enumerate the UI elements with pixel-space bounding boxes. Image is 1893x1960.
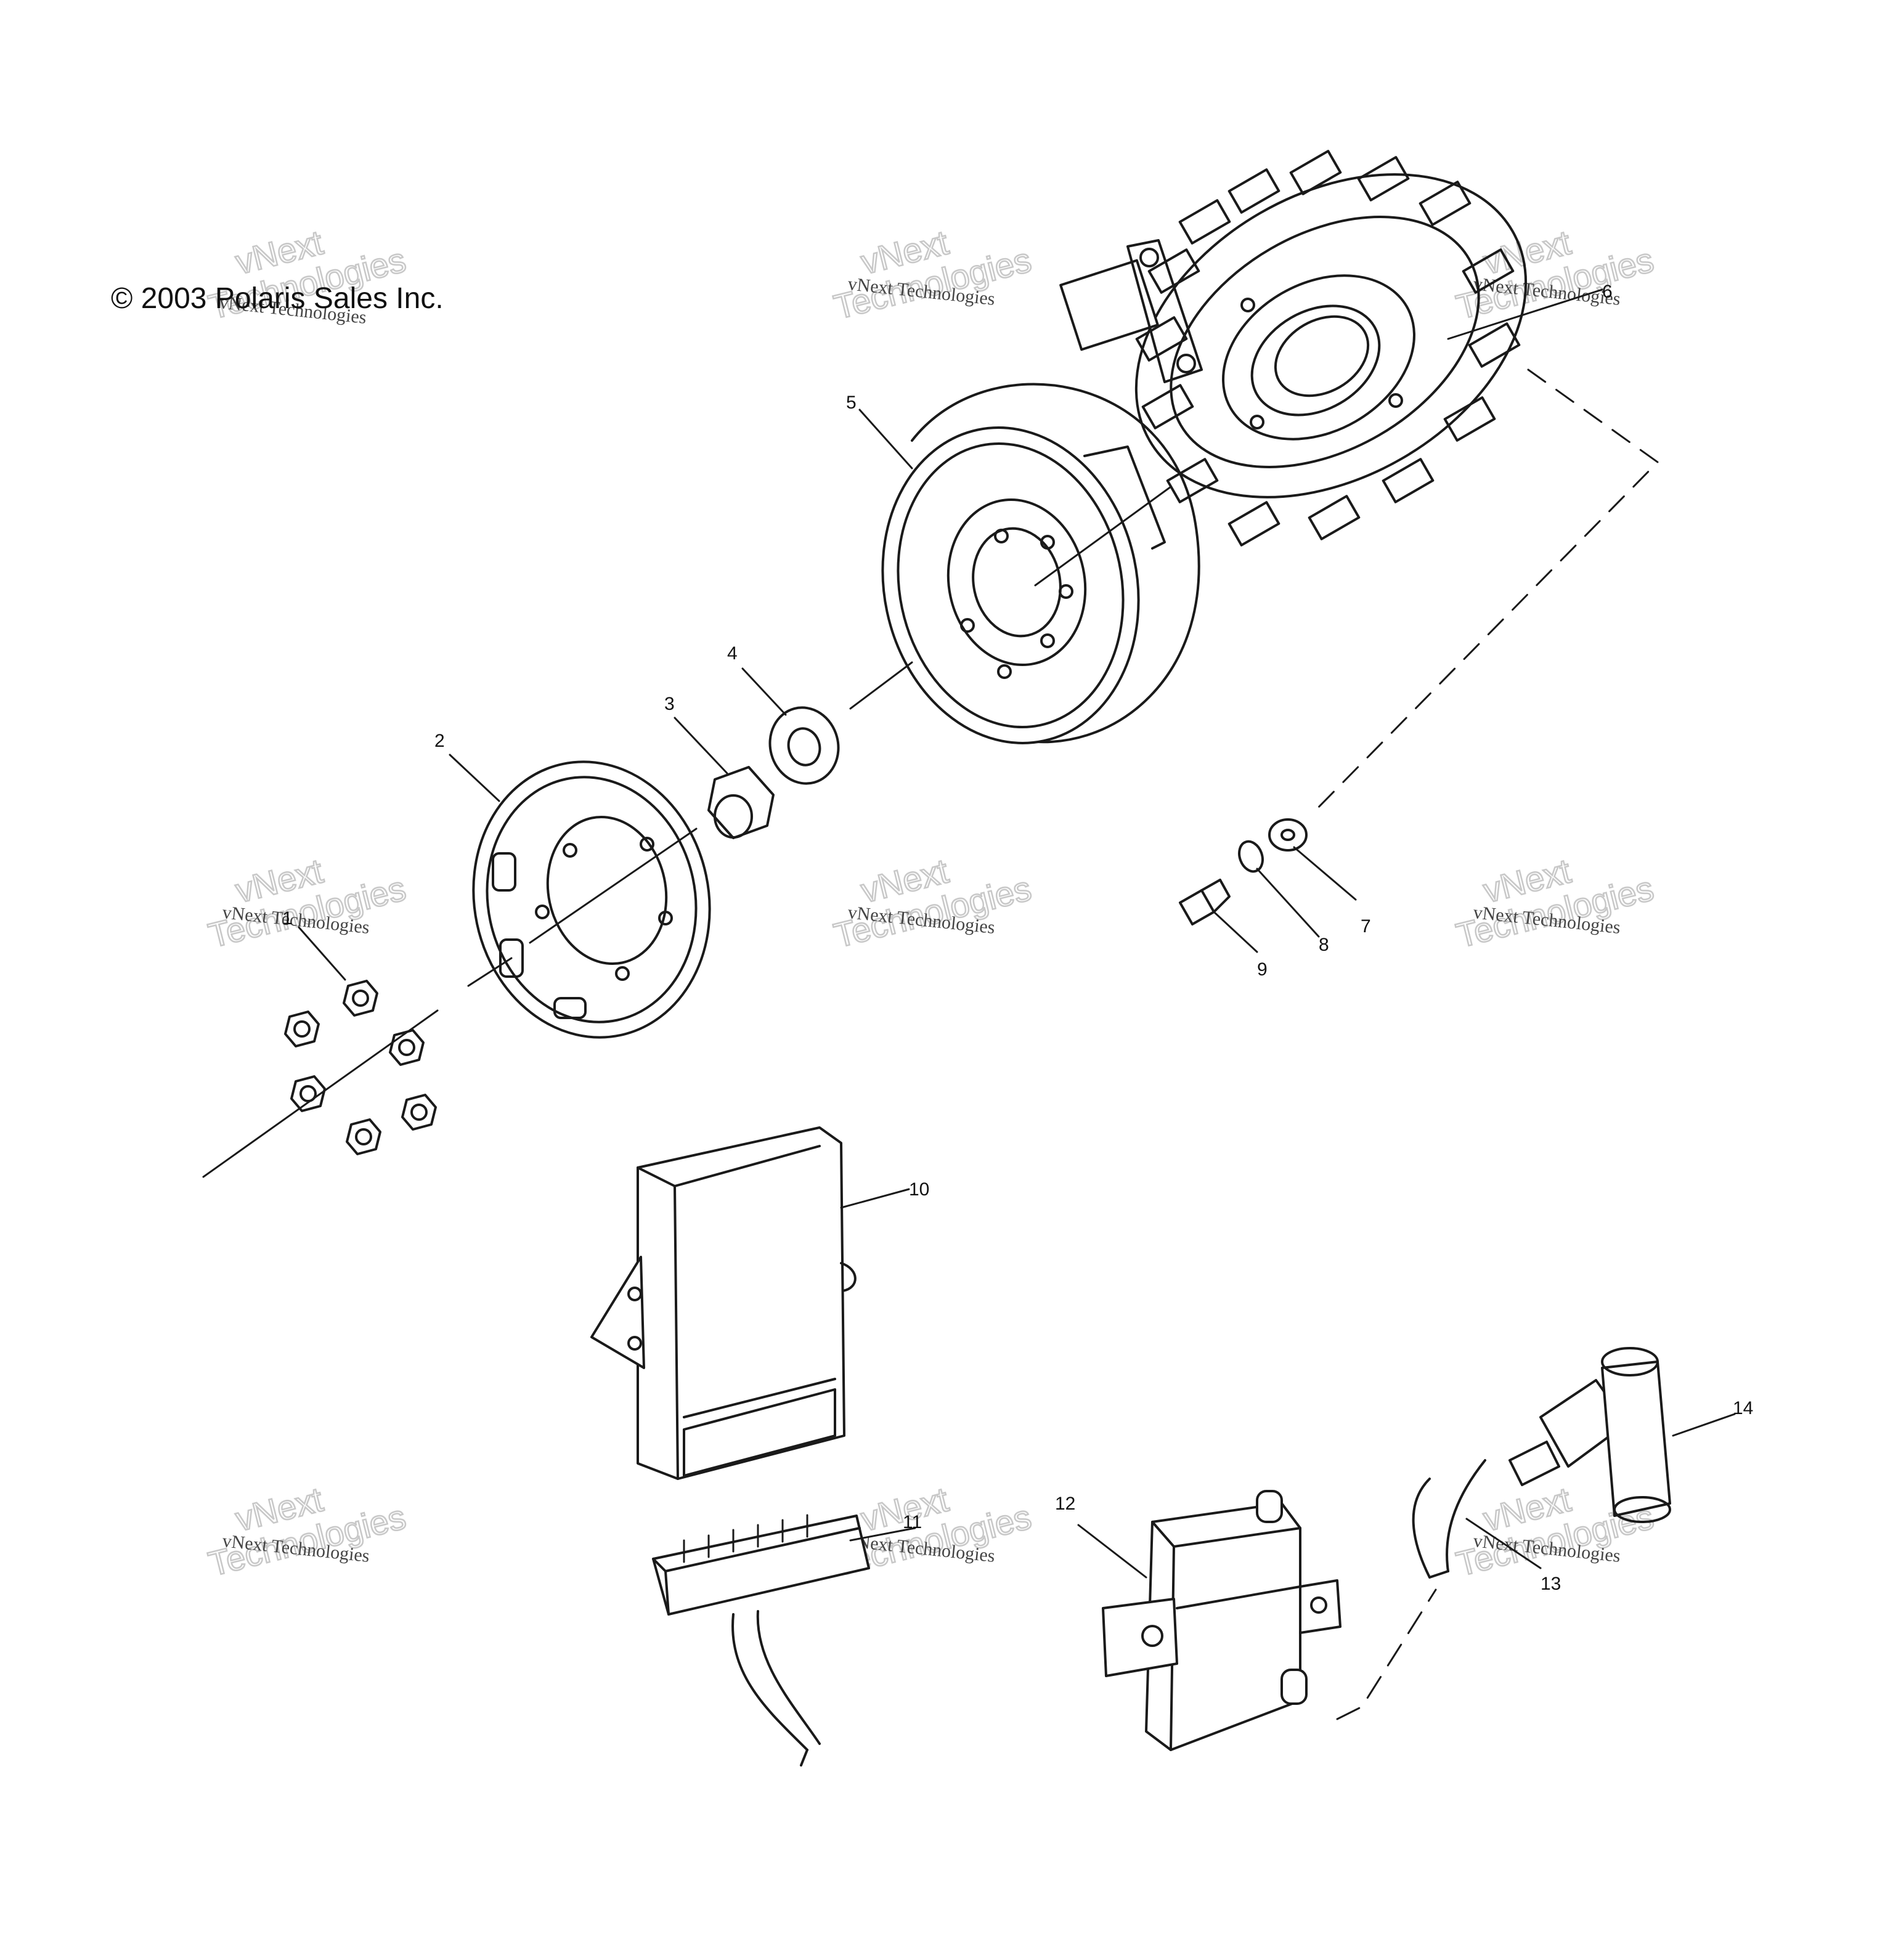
watermark: vNext Technologies [204, 1479, 410, 1584]
part-screw [1179, 879, 1231, 925]
part-cdi-box [590, 1126, 857, 1480]
callout-7: 7 [1361, 916, 1371, 937]
assembly-lines [202, 368, 1659, 1720]
callout-9: 9 [1257, 959, 1268, 980]
part-lock-washer [1238, 840, 1264, 873]
watermark: vNext Technologies [204, 850, 410, 956]
watermark-group: vNext Technologies vNext Technologies vN… [204, 222, 1658, 1584]
part-washer [768, 706, 840, 785]
copyright-text: © 2003 Polaris Sales Inc. [111, 282, 444, 315]
watermark: vNext Technologies [829, 222, 1036, 327]
part-ignition-coil [1102, 1490, 1341, 1751]
part-connector [652, 1514, 870, 1767]
callout-11: 11 [903, 1512, 922, 1532]
callout-1: 1 [282, 908, 293, 929]
callout-8: 8 [1319, 935, 1329, 955]
part-small-washer [1268, 818, 1308, 852]
callout-3: 3 [664, 694, 675, 714]
part-nut [707, 766, 775, 839]
callout-labels: 1 2 3 4 5 6 7 8 9 10 11 12 13 14 [282, 282, 1753, 1594]
callout-13: 13 [1541, 1574, 1561, 1594]
part-stator [1059, 150, 1528, 547]
callout-12: 12 [1055, 1494, 1075, 1514]
watermark: vNext Technologies [1452, 850, 1658, 956]
callout-4: 4 [727, 643, 738, 664]
callout-5: 5 [846, 392, 857, 413]
callout-14: 14 [1733, 1398, 1753, 1418]
watermark: vNext Technologies [829, 850, 1036, 956]
part-lead [1412, 1459, 1486, 1579]
part-bolts [284, 980, 437, 1155]
part-spark-plug-cap [1508, 1347, 1671, 1523]
callout-2: 2 [434, 731, 445, 751]
callout-10: 10 [909, 1179, 929, 1200]
callout-leaders [298, 288, 1736, 1579]
part-flywheel [881, 383, 1200, 744]
callout-6: 6 [1602, 282, 1613, 302]
